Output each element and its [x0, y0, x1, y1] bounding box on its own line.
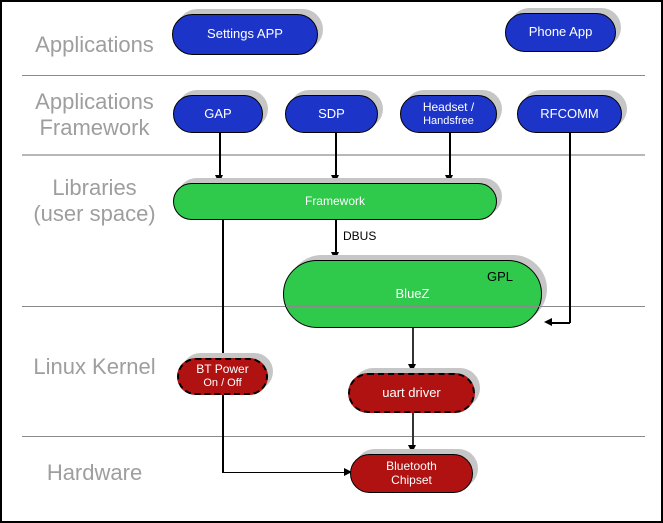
layer-label-applications: Applications — [12, 32, 177, 58]
separator-framework — [22, 154, 645, 156]
arrowhead-uart-chipset — [408, 445, 416, 453]
dbus-edge-label: DBUS — [343, 229, 377, 243]
edge-bluez-uart — [412, 328, 414, 366]
node-uart-driver: uart driver — [348, 373, 475, 413]
edge-framework-bluez-dbus — [335, 220, 337, 254]
edge-gap-framework — [219, 133, 221, 177]
separator-over-bluez — [286, 306, 542, 308]
edge-framework-chipset-vertical — [222, 220, 224, 473]
edge-uart-chipset — [412, 413, 414, 447]
edge-headset-framework — [449, 133, 451, 177]
node-gap: GAP — [173, 95, 263, 133]
separator-applications — [22, 75, 645, 77]
node-label: BlueZ — [395, 285, 430, 301]
node-label: SDP — [318, 105, 345, 121]
node-sdp: SDP — [285, 95, 378, 133]
node-label: Phone App — [528, 24, 593, 40]
edge-rfcomm-bluez-vertical — [569, 133, 571, 323]
arrowhead-framework-chipset — [344, 468, 352, 476]
node-label: Settings APP — [207, 26, 283, 42]
node-label: Headset / — [422, 99, 475, 114]
layer-label-text: Applications — [35, 32, 154, 57]
layer-label-text: Framework — [39, 115, 150, 140]
node-settings-app: Settings APP — [172, 14, 318, 55]
node-label: Framework — [304, 193, 365, 208]
arrowhead-rfcomm-bluez — [544, 318, 552, 326]
layer-label-text: Hardware — [46, 460, 143, 485]
layer-label-text: Linux Kernel — [33, 354, 156, 379]
layer-label-hardware: Hardware — [12, 460, 177, 486]
layer-label-linux-kernel: Linux Kernel — [12, 354, 177, 380]
arrowhead-headset-framework — [445, 175, 453, 183]
node-label: Handsfree — [423, 114, 474, 127]
edge-rfcomm-bluez-horizontal — [552, 322, 570, 324]
node-label: On / Off — [203, 377, 242, 390]
node-bluetooth-chipset: Bluetooth Chipset — [350, 454, 473, 493]
node-headset-handsfree: Headset / Handsfree — [400, 95, 497, 133]
node-label: GAP — [204, 105, 232, 121]
node-label: Bluetooth — [386, 458, 437, 473]
node-label: BT Power — [196, 362, 249, 377]
layer-label-applications-framework: Applications Framework — [12, 89, 177, 141]
edge-sdp-framework — [335, 133, 337, 177]
arrowhead-sdp-framework — [331, 175, 339, 183]
layer-label-text: Applications — [35, 89, 154, 114]
gpl-badge: GPL — [486, 269, 513, 284]
separator-kernel — [22, 436, 645, 438]
node-rfcomm: RFCOMM — [517, 95, 622, 133]
node-phone-app: Phone App — [505, 13, 616, 52]
arrowhead-dbus-bluez — [331, 252, 339, 260]
node-bluez: GPL BlueZ — [283, 260, 542, 328]
arrowhead-bluez-uart — [408, 364, 416, 372]
node-label: RFCOMM — [540, 105, 599, 121]
node-label: uart driver — [382, 384, 441, 400]
layer-label-text: (user space) — [33, 201, 156, 226]
layer-label-libraries: Libraries (user space) — [12, 175, 177, 227]
edge-framework-chipset-horizontal — [222, 471, 346, 473]
node-bt-power: BT Power On / Off — [177, 358, 268, 395]
node-framework: Framework — [173, 183, 497, 220]
node-label: Chipset — [391, 472, 432, 487]
layer-label-text: Libraries — [52, 175, 137, 200]
arrowhead-gap-framework — [215, 175, 223, 183]
